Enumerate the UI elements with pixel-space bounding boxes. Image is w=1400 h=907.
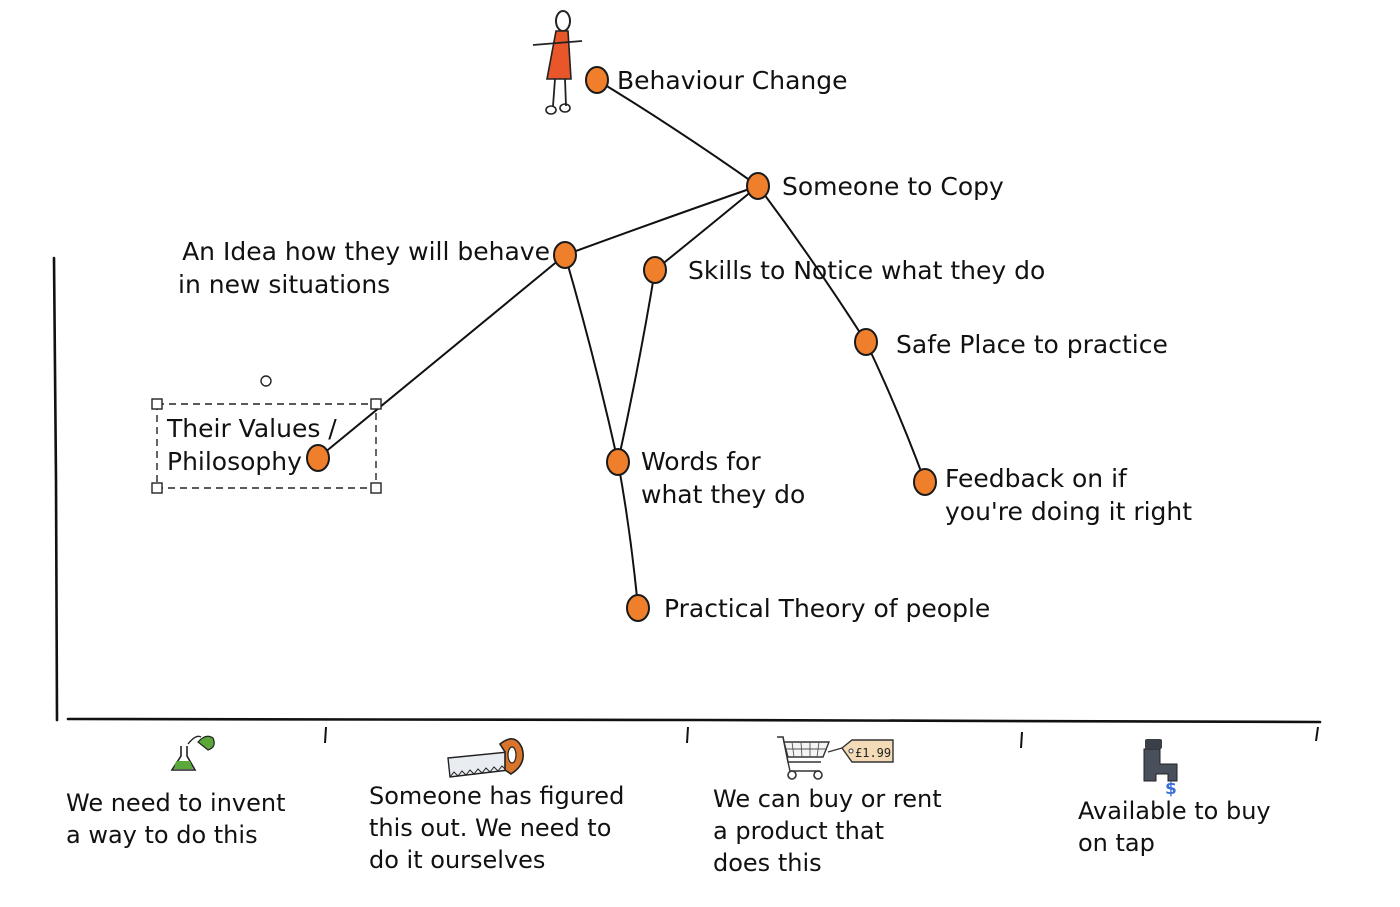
node-label: Someone to Copy — [782, 172, 1004, 201]
node-dot[interactable] — [913, 468, 937, 496]
stage-label-product: does this — [713, 849, 822, 877]
stage-label-product: a product that — [713, 817, 884, 845]
link-idea-how-behave-words-for[interactable] — [564, 254, 619, 463]
stage-label-figured-out: this out. We need to — [369, 814, 611, 842]
x-axis-tick — [686, 726, 689, 744]
resize-handle[interactable] — [151, 398, 163, 410]
node-label: Their Values / — [166, 414, 337, 443]
node-dot[interactable] — [585, 66, 609, 94]
link-someone-to-copy-safe-place[interactable] — [757, 185, 867, 343]
resize-handle[interactable] — [370, 398, 382, 410]
node-dot[interactable] — [553, 241, 577, 269]
saw-icon — [447, 738, 524, 778]
stage-label-figured-out: do it ourselves — [369, 846, 545, 874]
node-dot[interactable] — [746, 172, 770, 200]
node-label: Behaviour Change — [617, 66, 848, 95]
y-axis — [52, 256, 59, 722]
node-behaviour-change[interactable]: Behaviour Change — [585, 66, 848, 95]
resize-handle[interactable] — [151, 482, 163, 494]
tap-icon: $ — [1143, 739, 1178, 799]
stage-label-utility: Available to buy — [1078, 797, 1271, 825]
dollar-icon: $ — [1165, 779, 1177, 799]
node-practical-theory[interactable]: Practical Theory of people — [626, 594, 990, 623]
link-behaviour-change-someone-to-copy[interactable] — [596, 79, 759, 187]
stage-label-product: We can buy or rent — [713, 785, 942, 813]
node-label: Practical Theory of people — [664, 594, 990, 623]
node-dot[interactable] — [306, 444, 330, 472]
x-axis — [66, 717, 1322, 724]
link-someone-to-copy-skills-to-notice[interactable] — [654, 185, 759, 271]
link-words-for-practical-theory[interactable] — [617, 461, 639, 609]
x-axis-tick — [324, 726, 327, 744]
resize-handle[interactable] — [370, 482, 382, 494]
user-figure-icon — [532, 10, 583, 115]
flask-icon — [170, 735, 215, 771]
node-label: An Idea how they will behave — [182, 237, 550, 266]
node-label: Words for — [641, 447, 761, 476]
link-safe-place-feedback[interactable] — [865, 341, 926, 483]
shopping-cart-icon — [777, 736, 843, 780]
node-dot[interactable] — [854, 328, 878, 356]
stage-label-invent: a way to do this — [66, 821, 258, 849]
node-safe-place[interactable]: Safe Place to practice — [854, 328, 1168, 359]
price-tag-text: £1.99 — [855, 746, 891, 760]
price-tag-icon: £1.99 — [841, 739, 894, 763]
node-label: what they do — [641, 480, 805, 509]
x-axis-tick — [1020, 731, 1023, 749]
node-label: Skills to Notice what they do — [688, 256, 1045, 285]
stage-label-invent: We need to invent — [66, 789, 286, 817]
node-dot[interactable] — [626, 594, 650, 622]
node-skills-to-notice[interactable]: Skills to Notice what they do — [643, 256, 1045, 285]
rotate-handle[interactable] — [260, 375, 272, 387]
node-idea-how-behave[interactable]: An Idea how they will behave in new situa… — [178, 237, 577, 299]
link-idea-how-behave-values-philosophy[interactable] — [317, 254, 566, 459]
node-dot[interactable] — [606, 448, 630, 476]
node-someone-to-copy[interactable]: Someone to Copy — [746, 172, 1004, 201]
node-label: Safe Place to practice — [896, 330, 1168, 359]
node-values-philosophy[interactable]: Their Values / Philosophy — [166, 414, 337, 476]
link-someone-to-copy-idea-how-behave[interactable] — [564, 185, 759, 256]
node-feedback[interactable]: Feedback on if you're doing it right — [913, 464, 1192, 526]
stage-label-figured-out: Someone has figured — [369, 782, 624, 810]
links-layer — [317, 79, 926, 609]
selection-box[interactable] — [151, 375, 382, 494]
stage-label-utility: on tap — [1078, 829, 1155, 857]
node-label: in new situations — [178, 270, 390, 299]
evolution-stages: We need to invent a way to do this Someone… — [66, 782, 1271, 877]
x-axis-tick — [1315, 726, 1319, 742]
node-label: Feedback on if — [945, 464, 1128, 493]
node-label: Philosophy — [167, 447, 302, 476]
link-skills-to-notice-words-for[interactable] — [617, 269, 656, 463]
node-words-for[interactable]: Words for what they do — [606, 447, 805, 509]
node-dot[interactable] — [643, 256, 667, 284]
node-label: you're doing it right — [945, 497, 1192, 526]
